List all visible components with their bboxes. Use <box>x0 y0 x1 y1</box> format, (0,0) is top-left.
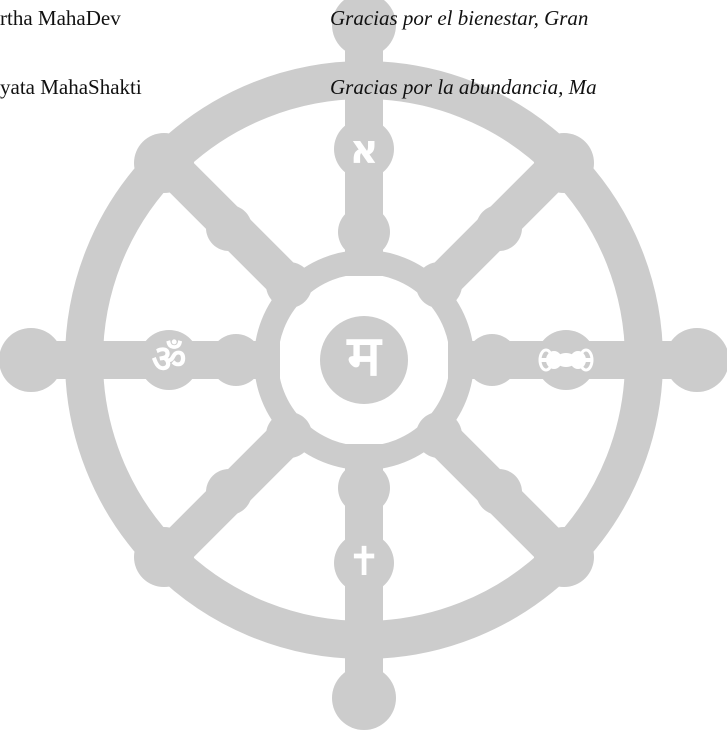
ma-syllable-icon: म <box>347 324 381 389</box>
right-text-line-2: Gracias por la abundancia, Ma <box>330 75 597 99</box>
om-icon: ॐ <box>151 337 187 381</box>
left-text-line-1: rtha MahaDev <box>0 6 121 30</box>
aleph-icon: א <box>349 127 379 173</box>
left-text-line-2: yata MahaShakti <box>0 75 142 99</box>
right-text-line-1: Gracias por el bienestar, Gran <box>330 6 589 30</box>
vajra-icon <box>538 348 594 372</box>
cross-icon: ✝ <box>347 539 381 585</box>
